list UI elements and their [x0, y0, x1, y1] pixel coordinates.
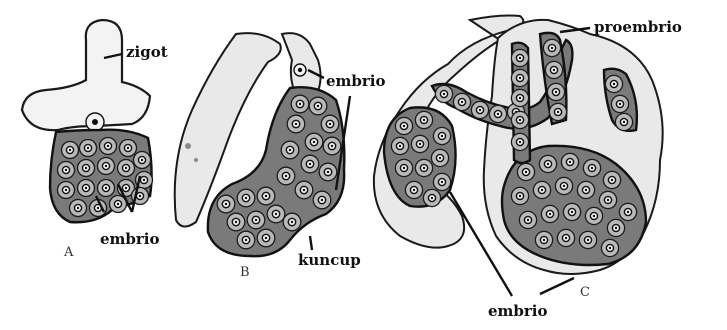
- label-embrio-a: embrio: [100, 230, 160, 248]
- embrio-c-leader-right: [540, 278, 574, 294]
- kuncup-leader: [310, 236, 312, 250]
- panel-c: [374, 16, 663, 275]
- zygote-cell: [22, 20, 150, 130]
- panel-b: [175, 33, 345, 256]
- label-proembrio: proembrio: [594, 18, 682, 36]
- panel-letter-a: A: [63, 245, 74, 260]
- panel-letter-c: C: [580, 285, 590, 300]
- label-embrio-c: embrio: [488, 302, 548, 320]
- panel-letter-b: B: [240, 265, 250, 280]
- label-zigot: zigot: [126, 43, 168, 61]
- label-embrio-b: embrio: [326, 72, 386, 90]
- label-kuncup: kuncup: [298, 251, 361, 269]
